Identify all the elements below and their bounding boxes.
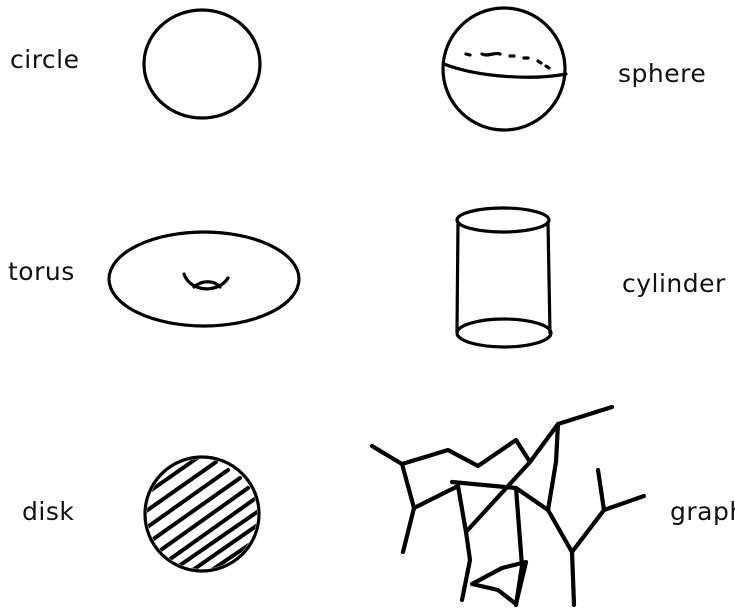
circle-label: circle bbox=[10, 45, 80, 74]
circle-figure: circle bbox=[10, 10, 260, 118]
torus-figure: torus bbox=[8, 232, 299, 326]
graph-edge-top-chain bbox=[372, 407, 612, 466]
torus-label: torus bbox=[8, 257, 75, 286]
cylinder-figure: cylinder bbox=[457, 208, 726, 347]
cylinder-bottom bbox=[457, 319, 551, 347]
cylinder-left-side bbox=[457, 222, 458, 332]
graph-edge-right-stem bbox=[548, 510, 574, 605]
torus-outer-ring bbox=[109, 232, 299, 326]
disk-figure: disk bbox=[22, 452, 262, 574]
graph-edge-right-leaf bbox=[604, 496, 644, 510]
graph-edge-left-mid bbox=[414, 486, 458, 508]
disk-label: disk bbox=[22, 497, 74, 526]
graph-edge-right-branch bbox=[572, 470, 604, 552]
cylinder-right-side bbox=[548, 222, 550, 333]
cylinder-label: cylinder bbox=[622, 269, 726, 298]
disk-hatching bbox=[140, 452, 262, 574]
graph-label: graph bbox=[670, 497, 735, 526]
circle-shape bbox=[144, 10, 260, 118]
cylinder-top bbox=[457, 208, 549, 232]
graph-figure: graph bbox=[372, 407, 735, 605]
sphere-figure: sphere bbox=[443, 8, 706, 130]
sphere-equator-back bbox=[466, 54, 549, 68]
sphere-label: sphere bbox=[618, 59, 706, 88]
graph-edge-center-left bbox=[458, 486, 470, 600]
